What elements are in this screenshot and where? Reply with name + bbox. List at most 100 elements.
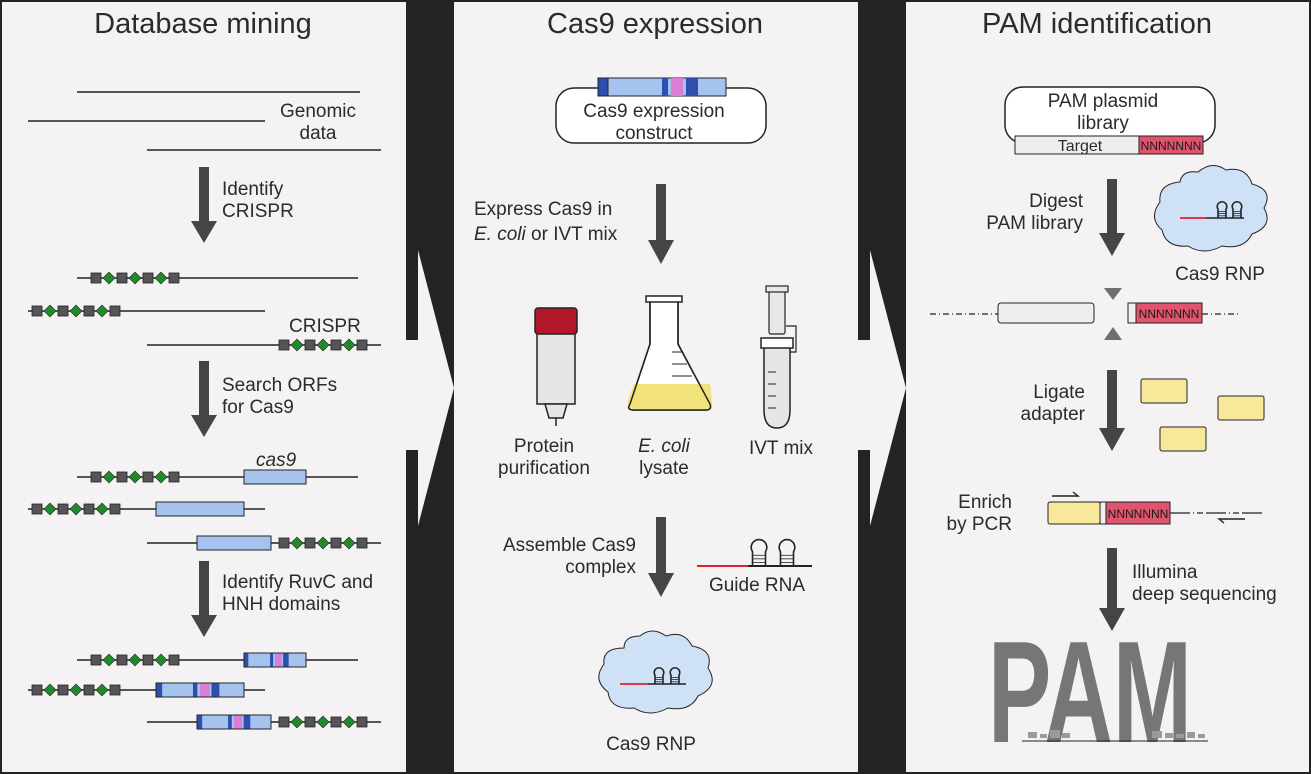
rna-hairpin-stem [778, 538, 796, 566]
construct-label-line-1: Cas9 expression [583, 101, 725, 122]
crispr-repeat [356, 537, 368, 549]
genomic-data-label-line-2: data [300, 123, 337, 144]
crispr-spacer [102, 470, 116, 484]
crispr-spacer [342, 715, 356, 729]
crispr-repeat [57, 503, 69, 515]
rna-hairpin [669, 666, 681, 684]
crispr-repeat [278, 537, 290, 549]
crispr-spacer [95, 683, 109, 697]
rna-hairpin-stem [669, 666, 681, 684]
cas9-rnp-cloud-icon-pam [1154, 165, 1268, 252]
step-identify-crispr-line-1: Identify [222, 179, 284, 200]
cas9-gene-with-domains [243, 652, 307, 668]
digest-label-line-2: PAM library [986, 213, 1083, 234]
crispr-repeat [90, 654, 102, 666]
pam-plasmid-library-label-line-1: PAM plasmid [1048, 91, 1159, 112]
panel-title-database-mining: Database mining [94, 8, 312, 40]
domain-loci-block-3 [28, 652, 381, 730]
crispr-spacer [154, 271, 168, 285]
chevron-dark-1b [406, 450, 418, 526]
crispr-spacer [102, 271, 116, 285]
ruvc-domain [243, 715, 251, 729]
test-tube-icon [760, 285, 797, 429]
arrow-express [648, 184, 674, 264]
hnh-domain [200, 683, 210, 697]
arrow-identify-crispr [191, 167, 217, 243]
crispr-spacer [95, 304, 109, 318]
rna-hairpin-stem [1231, 200, 1243, 218]
rna-hairpin [778, 538, 796, 566]
adapter-icons [1140, 378, 1265, 452]
guide-rna-label: Guide RNA [709, 575, 805, 596]
arrow-digest [1099, 179, 1125, 256]
rna-hairpin [653, 666, 665, 684]
ivt-mix-label: IVT mix [749, 438, 814, 459]
crispr-repeat [83, 503, 95, 515]
rna-hairpin-stem [653, 666, 665, 684]
cas9-gene-with-domains [196, 714, 272, 730]
crispr-repeat [116, 471, 128, 483]
step-identify-crispr-line-2: CRISPR [222, 201, 294, 222]
guide-rna-icon [697, 538, 812, 567]
crispr-array [278, 338, 368, 352]
crispr-repeat [90, 272, 102, 284]
crispr-array [278, 715, 368, 729]
crispr-repeat [31, 503, 43, 515]
chevron-dark-1 [406, 250, 418, 340]
crispr-spacer [69, 304, 83, 318]
crispr-repeat [356, 716, 368, 728]
crispr-array [31, 683, 121, 697]
crispr-spacer [43, 683, 57, 697]
ligate-label-line-1: Ligate [1033, 382, 1085, 403]
crispr-array [278, 536, 368, 550]
crispr-repeat [116, 654, 128, 666]
crispr-repeat [330, 339, 342, 351]
arrow-ligate [1099, 370, 1125, 451]
crispr-repeat [168, 471, 180, 483]
crispr-repeat [304, 716, 316, 728]
panel-title-cas9-expression: Cas9 expression [547, 8, 763, 40]
pam-nnn-label-cleaved: NNNNNNN [1139, 307, 1200, 321]
crispr-repeat [116, 272, 128, 284]
crispr-array [31, 304, 121, 318]
crispr-spacer [154, 653, 168, 667]
arrow-search-orfs [191, 361, 217, 437]
crispr-spacer [128, 653, 142, 667]
purification-column-icon [534, 307, 578, 426]
crispr-repeat [109, 305, 121, 317]
crispr-repeat [57, 305, 69, 317]
target-label: Target [1058, 138, 1103, 155]
crispr-array [90, 470, 180, 484]
arrow-identify-domains [191, 561, 217, 637]
crispr-spacer [128, 271, 142, 285]
crispr-spacer [128, 470, 142, 484]
pam-sequence-logo: PAM [988, 611, 1208, 773]
cleaved-target-icon [930, 288, 1240, 340]
ruvc-domain [211, 683, 220, 697]
rna-hairpin-stem [1216, 200, 1228, 218]
cas9-orf-outline [243, 652, 307, 668]
crispr-spacer [43, 304, 57, 318]
cas9-orf-outline [196, 714, 272, 730]
crispr-repeat [330, 537, 342, 549]
crispr-repeat [304, 537, 316, 549]
illumina-label-line-2: deep sequencing [1132, 584, 1277, 605]
ruvc-domain [270, 653, 274, 667]
crispr-spacer [290, 338, 304, 352]
rna-hairpin [1216, 200, 1228, 218]
crispr-repeat [142, 654, 154, 666]
crispr-spacer [316, 536, 330, 550]
ligate-label-line-2: adapter [1021, 404, 1086, 425]
pam-plasmid-library-icon [1004, 86, 1216, 155]
crispr-repeat [304, 339, 316, 351]
protein-purification-label-line-1: Protein [514, 436, 574, 457]
express-ecoli: E. coli [474, 224, 527, 245]
orf-loci-block-2 [28, 469, 381, 551]
